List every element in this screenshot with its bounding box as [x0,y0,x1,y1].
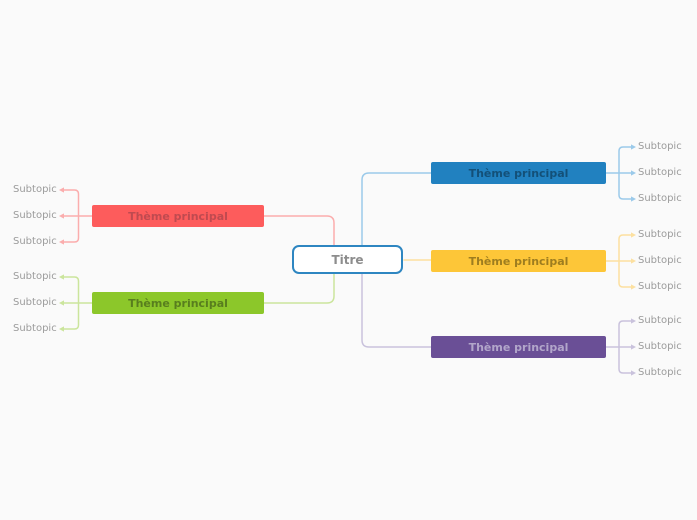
arrowhead [631,344,636,350]
subtopic-purple-3[interactable]: Subtopic [638,367,682,378]
arrowhead [631,318,636,324]
theme-node-purple[interactable]: Thème principal [431,336,606,358]
theme-node-red-label: Thème principal [128,209,228,223]
subtopic-blue-2[interactable]: Subtopic [638,167,682,178]
subtopic-blue-1[interactable]: Subtopic [638,141,682,152]
theme-node-green[interactable]: Thème principal [92,292,264,314]
connector-red-trunk [263,215,335,246]
theme-node-yellow[interactable]: Thème principal [431,250,606,272]
subtopic-red-3[interactable]: Subtopic [13,236,57,247]
arrowhead [631,170,636,176]
theme-node-purple-label: Thème principal [468,340,569,354]
subtopic-green-1[interactable]: Subtopic [13,271,57,282]
theme-node-blue-label: Thème principal [468,166,569,180]
theme-node-blue[interactable]: Thème principal [431,162,606,184]
arrowhead [631,258,636,264]
root-node[interactable]: Titre [292,245,403,274]
subtopic-purple-1[interactable]: Subtopic [638,315,682,326]
theme-node-red[interactable]: Thème principal [92,205,264,227]
arrowhead [631,284,636,290]
arrowhead [631,144,636,150]
arrowhead [631,370,636,376]
theme-node-green-label: Thème principal [128,296,228,310]
theme-node-yellow-label: Thème principal [468,254,569,268]
arrowhead [59,300,64,306]
subtopic-red-1[interactable]: Subtopic [13,184,57,195]
subtopic-yellow-2[interactable]: Subtopic [638,255,682,266]
subtopic-yellow-3[interactable]: Subtopic [638,281,682,292]
arrowhead [631,196,636,202]
arrowhead [631,232,636,238]
arrowhead [59,187,64,193]
subtopic-blue-3[interactable]: Subtopic [638,193,682,204]
arrowhead [59,274,64,280]
connector-blue-trunk [361,172,432,246]
arrowhead [59,239,64,245]
connector-green-trunk [263,273,335,304]
subtopic-red-2[interactable]: Subtopic [13,210,57,221]
arrowhead [59,213,64,219]
subtopic-yellow-1[interactable]: Subtopic [638,229,682,240]
subtopic-green-3[interactable]: Subtopic [13,323,57,334]
root-node-label: Titre [331,252,364,267]
arrowhead [59,326,64,332]
connector-purple-trunk [361,273,432,348]
subtopic-purple-2[interactable]: Subtopic [638,341,682,352]
subtopic-green-2[interactable]: Subtopic [13,297,57,308]
